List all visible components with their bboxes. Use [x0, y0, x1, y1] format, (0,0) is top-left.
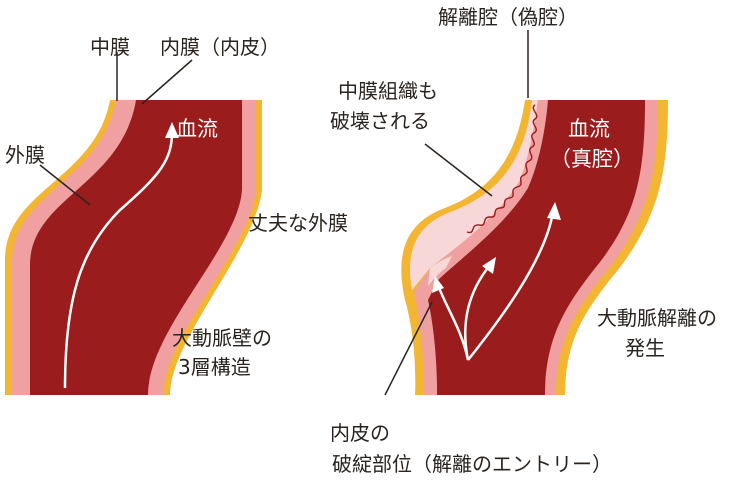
right-flow-arrowhead-middle: [482, 257, 496, 274]
right-false-lumen: [409, 100, 538, 290]
right-blood-lumen: [428, 100, 645, 395]
entry-tear-gap: [428, 256, 452, 286]
left-aorta-wall: [5, 100, 262, 395]
label-media-destroyed-line1: 中膜組織も: [338, 79, 438, 103]
caption-left-line1: 大動脈壁の: [172, 326, 272, 350]
label-media-destroyed-line2: 破壊される: [330, 109, 430, 133]
caption-left-line2: 3層構造: [178, 355, 251, 379]
destroyed-media-coils: [466, 104, 538, 234]
label-media: 中膜: [90, 35, 130, 59]
leader-media-destroyed: [424, 143, 493, 197]
label-blood-flow-left: 血流: [176, 117, 218, 141]
caption-right-line1: 大動脈解離の: [597, 306, 717, 330]
label-entry-line2: 破綻部位（解離のエントリー）: [332, 452, 612, 476]
label-blood-flow-right: 血流: [568, 117, 610, 141]
leader-entry: [384, 301, 433, 396]
caption-right-line2: 発生: [625, 336, 665, 360]
left-flow-arrow: [63, 131, 174, 389]
label-strong-adventitia: 丈夫な外膜: [248, 211, 348, 235]
left-blood-lumen: [30, 100, 242, 395]
label-adventitia: 外膜: [5, 143, 45, 167]
label-true-lumen: （真腔）: [550, 147, 634, 171]
right-flow-arrow-right: [467, 211, 555, 361]
right-flow-arrowhead-left: [432, 276, 444, 293]
label-false-lumen: 解離腔（偽腔）: [438, 5, 578, 29]
right-flow-arrow-middle: [464, 264, 491, 361]
leader-intima: [141, 59, 193, 105]
left-flow-arrowhead: [165, 122, 179, 138]
label-intima: 内膜（内皮）: [160, 35, 280, 59]
label-entry-line1: 内皮の: [330, 421, 390, 445]
right-aorta-wall: [401, 100, 668, 395]
leader-lines: [39, 30, 529, 396]
right-flow-arrowhead-right: [547, 202, 561, 220]
leader-adventitia: [39, 164, 91, 206]
